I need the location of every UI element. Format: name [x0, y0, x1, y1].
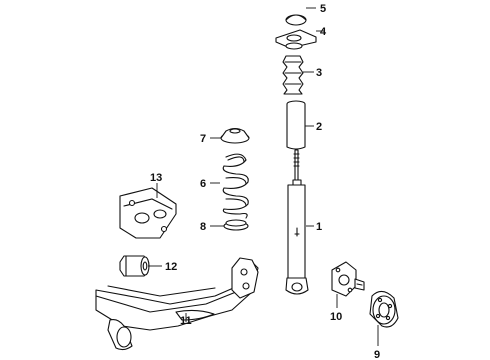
part-bump-stop	[282, 55, 304, 95]
part-spring-seat-upper	[220, 127, 250, 144]
callout-8: 8	[200, 221, 206, 233]
callout-9: 9	[374, 349, 380, 360]
part-spring-seat-lower	[223, 219, 249, 231]
callout-2: 2	[316, 121, 322, 133]
callout-10: 10	[330, 311, 342, 323]
part-coil-spring	[222, 153, 249, 219]
part-cap	[285, 14, 307, 26]
callout-5: 5	[320, 3, 326, 15]
leader-lines	[148, 7, 379, 346]
part-shock-absorber	[285, 149, 309, 295]
part-hub-carrier	[331, 261, 365, 297]
callout-11: 11	[180, 315, 192, 327]
callout-12: 12	[165, 261, 177, 273]
part-bracket	[119, 187, 177, 239]
part-axle-beam	[95, 257, 259, 351]
callout-7: 7	[200, 133, 206, 145]
part-dust-boot	[286, 100, 306, 150]
callout-13: 13	[150, 172, 162, 184]
part-hub-flange	[369, 290, 399, 328]
callout-labels: 5 4 3 2 1 7 6 8 13 12 11 10 9	[150, 3, 380, 360]
callout-3: 3	[316, 67, 322, 79]
callout-6: 6	[200, 178, 206, 190]
callout-4: 4	[320, 26, 327, 38]
callout-1: 1	[316, 221, 322, 233]
part-bushing	[119, 255, 150, 277]
part-strut-mount	[275, 29, 317, 50]
